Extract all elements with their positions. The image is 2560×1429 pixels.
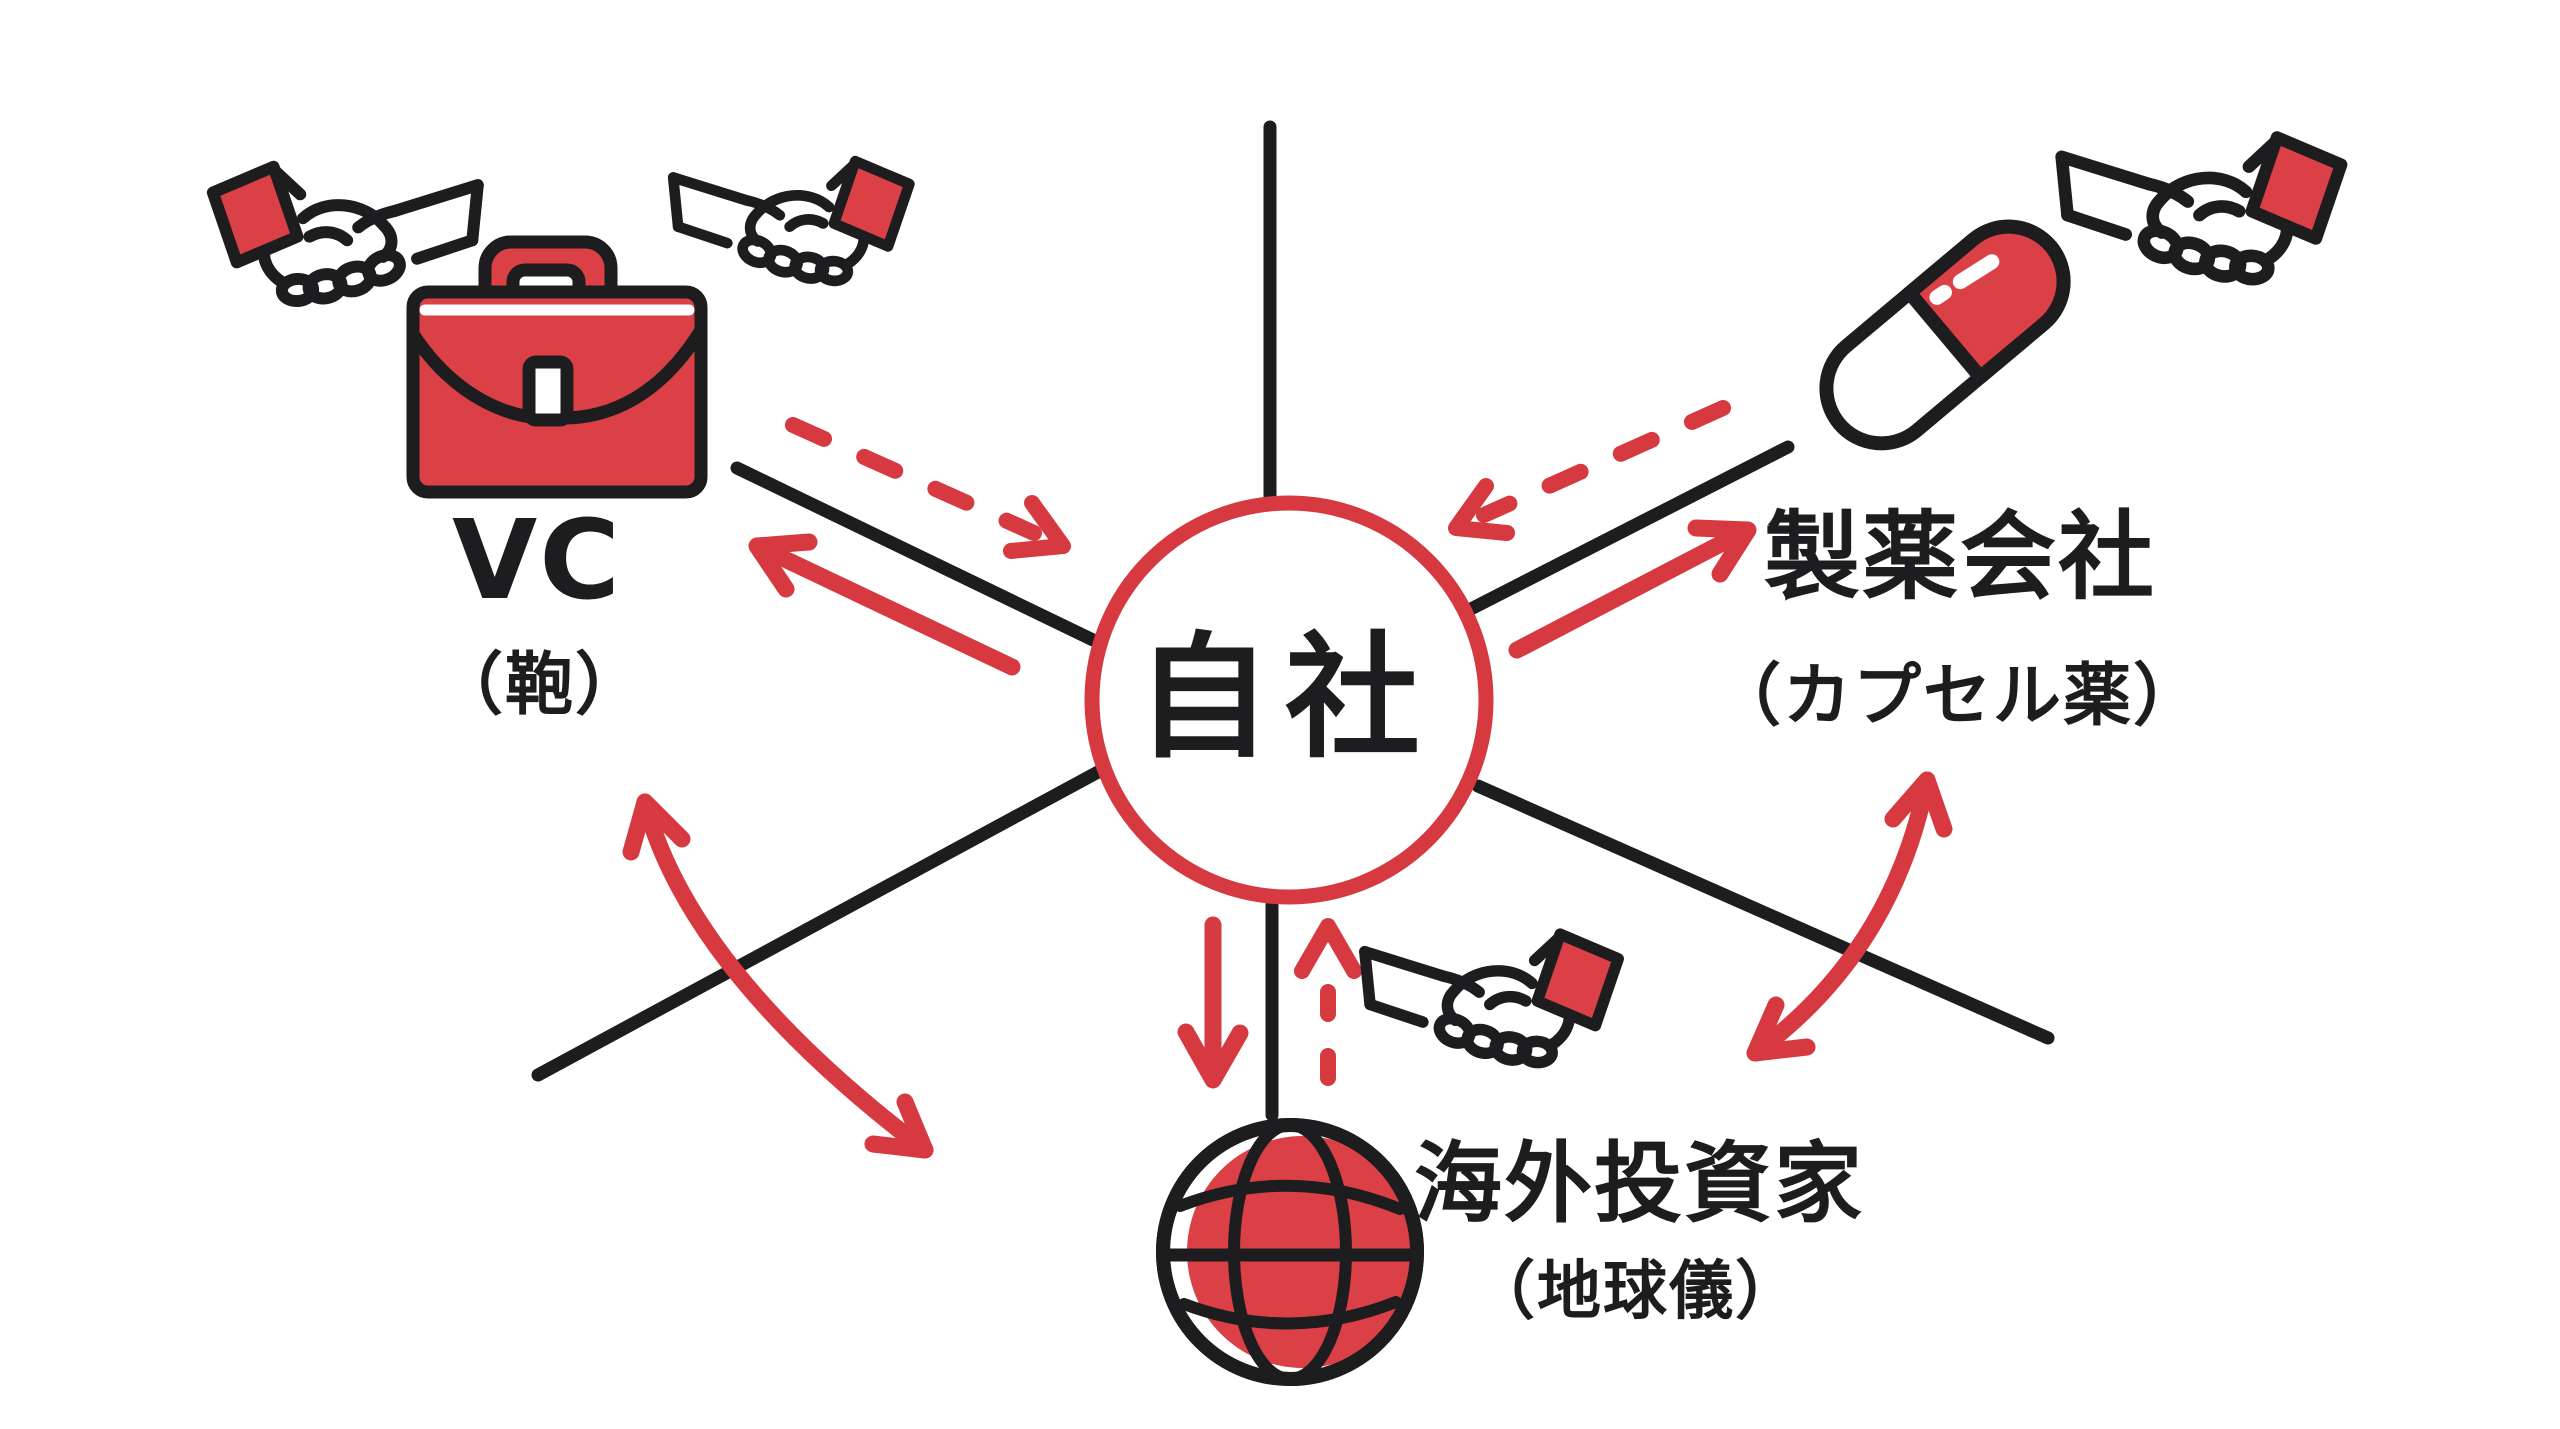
overseas-node-sublabel: （地球儀）	[1471, 1255, 1801, 1329]
vc-node-label: VC	[452, 496, 622, 624]
briefcase-icon	[406, 235, 708, 499]
arrow-vc-overseas-curved	[622, 793, 934, 1159]
arrow-pharma-to-center-dashed	[1448, 400, 1731, 541]
handshake-icon	[673, 161, 909, 282]
red-arrows	[622, 400, 1953, 1159]
handshake-icon	[1365, 934, 1618, 1063]
spoke-upper-right	[1458, 440, 1795, 619]
arrow-vc-to-center-dashed	[785, 417, 1071, 559]
arrow-center-to-pharma	[1508, 519, 1757, 659]
center-circle	[1084, 495, 1494, 905]
arrow-overseas-to-center-dashed	[1294, 918, 1362, 1086]
spoke-upper-left	[730, 461, 1100, 647]
arrow-center-to-overseas	[1177, 916, 1249, 1089]
handshake-icon	[213, 167, 478, 302]
center-spokes	[531, 120, 2055, 1122]
overseas-node-label: 海外投資家	[1413, 1132, 1865, 1235]
center-node-label: 自社	[1136, 619, 1434, 777]
pharma-node-label: 製薬会社	[1764, 501, 2156, 613]
spoke-lower-left	[531, 765, 1105, 1082]
pharma-node-sublabel: （カプセル薬）	[1712, 657, 2204, 736]
spoke-lower-right	[1471, 779, 2055, 1045]
arrow-center-to-vc	[748, 533, 1021, 676]
capsule-icon	[1819, 219, 2071, 451]
globe-icon	[1156, 1118, 1424, 1386]
arrow-pharma-overseas-curved	[1746, 771, 1953, 1062]
handshake-icon	[2062, 138, 2341, 281]
vc-node-sublabel: （鞄）	[434, 646, 646, 725]
